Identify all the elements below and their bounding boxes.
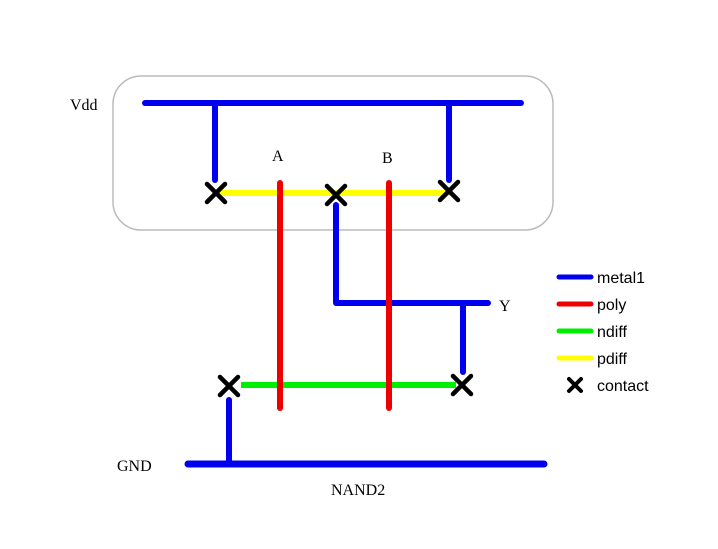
legend-item-ndiff: ndiff	[556, 324, 628, 341]
contact-x-icon	[324, 183, 348, 207]
legend-item-poly: poly	[556, 297, 626, 314]
legend-item-pdiff: pdiff	[556, 351, 628, 368]
contact-x-icon	[450, 373, 474, 397]
legend-label-contact: contact	[597, 378, 649, 395]
legend-item-metal1: metal1	[556, 270, 645, 287]
output-wire	[333, 202, 491, 306]
input-b-label: B	[382, 150, 393, 167]
legend-contact-x-icon	[567, 377, 583, 393]
legend-label-poly: poly	[597, 297, 626, 314]
legend-item-contact: contact	[567, 377, 649, 395]
legend: metal1 poly ndiff pdiff contact	[556, 270, 649, 395]
vdd-label: Vdd	[70, 97, 98, 114]
contact-x-icon	[204, 181, 228, 205]
contact-x-icon	[217, 374, 241, 398]
legend-label-pdiff: pdiff	[597, 351, 628, 368]
contact-x-icon	[437, 179, 461, 203]
diagram-caption: NAND2	[331, 482, 385, 499]
legend-label-metal1: metal1	[597, 270, 645, 287]
legend-label-ndiff: ndiff	[597, 324, 628, 341]
input-a-label: A	[272, 148, 284, 165]
gnd-label: GND	[117, 458, 152, 475]
output-y-label: Y	[499, 298, 511, 315]
